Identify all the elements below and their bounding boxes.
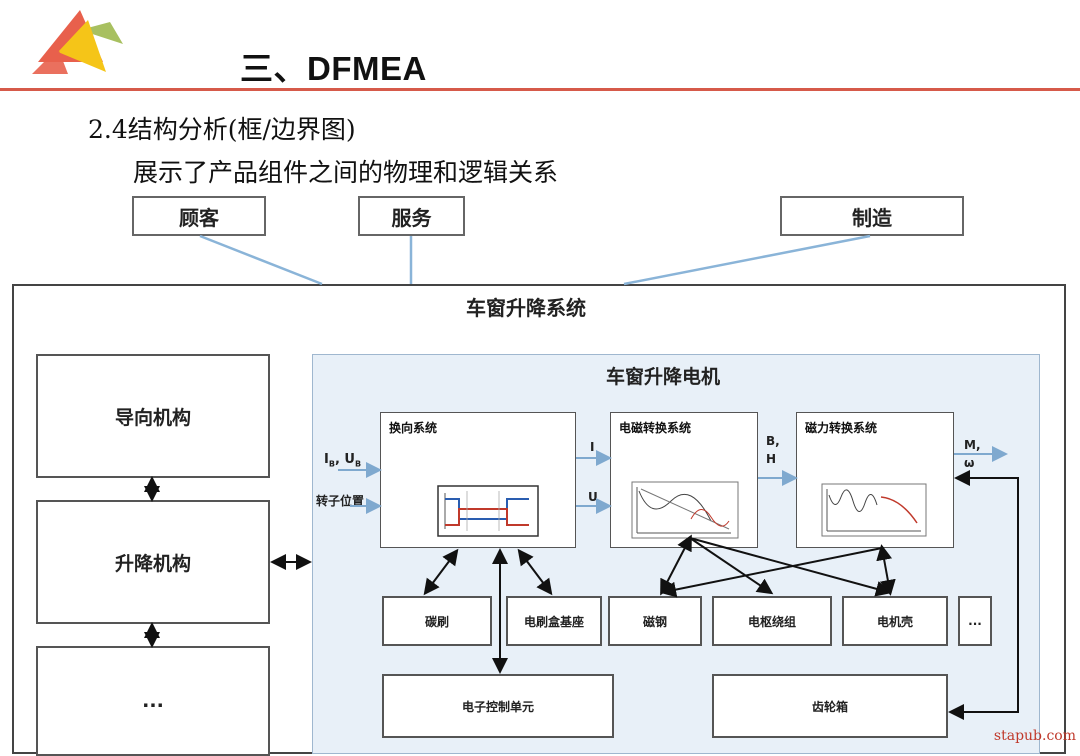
torque-speed-label: M,ω — [964, 438, 981, 470]
magnet-steel-block: 磁钢 — [608, 596, 702, 646]
magnetic-conversion-block: 磁力转换系统 — [796, 412, 954, 548]
rotor-position-label: 转子位置 — [316, 494, 365, 508]
ecu-block: 电子控制单元 — [382, 674, 614, 738]
waveform-plot-icon — [437, 485, 539, 537]
input-current-voltage-label: IB, UB — [324, 452, 362, 469]
torque-plot-icon — [821, 483, 927, 537]
system-title: 车窗升降系统 — [466, 296, 586, 320]
current-signal-label: I — [590, 440, 595, 454]
bh-signal-label: B,H — [766, 434, 780, 466]
relationship-arrows — [144, 470, 1019, 720]
section-description: 展示了产品组件之间的物理和逻辑关系 — [133, 158, 559, 187]
commutation-system-label: 换向系统 — [389, 421, 438, 435]
electromagnetic-conversion-label: 电磁转换系统 — [619, 421, 692, 435]
page-title: 三、DFMEA — [240, 50, 427, 87]
stakeholder-customer: 顾客 — [132, 196, 266, 236]
motor-housing-block: 电机壳 — [842, 596, 948, 646]
logo-icon — [32, 10, 123, 74]
gearbox-block: 齿轮箱 — [712, 674, 948, 738]
magnetic-conversion-label: 磁力转换系统 — [805, 421, 878, 435]
electromagnetic-conversion-block: 电磁转换系统 — [610, 412, 758, 548]
title-divider — [0, 88, 1080, 91]
carbon-brush-block: 碳刷 — [382, 596, 492, 646]
stakeholder-manufacturing: 制造 — [780, 196, 964, 236]
armature-winding-block: 电枢绕组 — [712, 596, 832, 646]
motor-title: 车窗升降电机 — [606, 366, 721, 388]
signal-arrows — [338, 446, 1008, 514]
curve-plot-icon — [631, 481, 739, 539]
voltage-signal-label: U — [588, 490, 598, 504]
brush-holder-base-block: 电刷盒基座 — [506, 596, 602, 646]
section-heading: 2.4结构分析(框/边界图) — [88, 115, 356, 144]
stakeholder-links — [199, 234, 871, 286]
stakeholder-service: 服务 — [358, 196, 465, 236]
commutation-system-block: 换向系统 — [380, 412, 576, 548]
watermark: stapub.com — [993, 728, 1076, 744]
